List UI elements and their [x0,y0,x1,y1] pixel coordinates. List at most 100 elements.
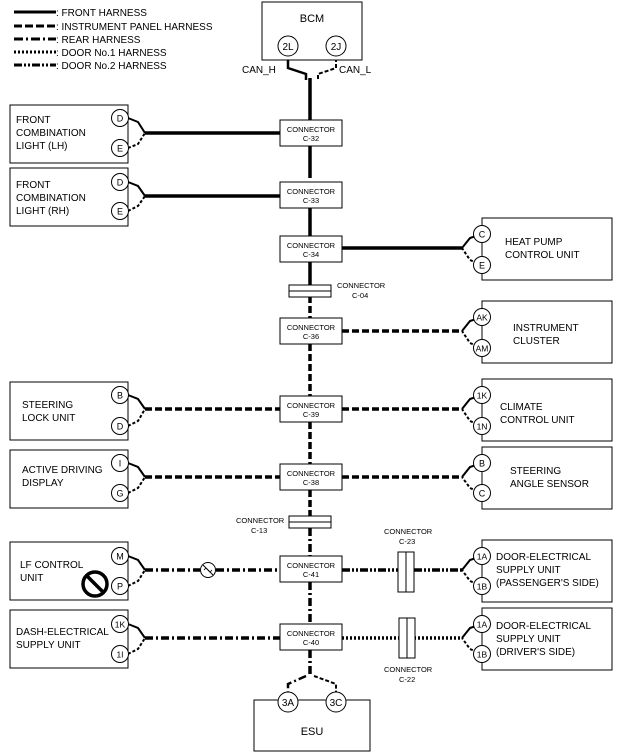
bcm-title: BCM [300,13,324,25]
front-comb-rh-pin-d [111,173,129,191]
dash-electrical-box [9,609,129,669]
esu-module: 3A 3C ESU [253,691,371,752]
connector-c38-box [279,463,343,491]
connector-c23-code: C-23 [399,537,415,546]
door-driver-line3: (DRIVER'S SIDE) [496,647,575,658]
legend-front-harness: : FRONT HARNESS [56,8,147,19]
stub-dp-1b [461,569,483,587]
stub-ad-g [127,476,146,494]
bcm-pin-2l [277,35,299,57]
connector-c36: CONNECTOR C-36 [279,317,343,345]
front-comb-rh-line2: COMBINATION [16,193,86,204]
steering-angle-pin-b-label: B [479,459,485,469]
steering-lock-line1: STEERING [22,400,73,411]
lf-control-pin-p-label: P [117,582,123,592]
steering-lock-box [9,381,129,441]
connector-c22: CONNECTOR C-22 [384,617,433,684]
esu-pin-3c [325,691,347,713]
bcm-pin-2j-label: 2J [331,42,342,53]
esu-wire-3c [313,675,337,692]
connector-c40-code: C-40 [303,638,319,647]
connector-c36-code: C-36 [303,332,319,341]
active-driving-pin-i [111,454,129,472]
connector-c41-code: C-41 [303,570,319,579]
esu-box [253,699,371,752]
connector-c22-right [406,617,416,659]
climate-control-pin-1n [473,417,491,435]
stub-ad-i [127,462,146,478]
connector-c41: CONNECTOR C-41 [279,555,343,583]
heat-pump-box [481,217,613,281]
connector-c39-box [279,395,343,423]
climate-control-pin-1k [473,386,491,404]
connector-c32-word: CONNECTOR [287,125,336,134]
connector-c04-bottom [288,290,332,298]
stub-rh-d [127,181,146,197]
module-lf-control: LF CONTROL UNIT M P [9,541,129,601]
esu-pin-3a [277,691,299,713]
connector-c36-word: CONNECTOR [287,323,336,332]
lf-control-line1: LF CONTROL [20,560,84,571]
connector-c39-word: CONNECTOR [287,401,336,410]
front-comb-lh-pin-e-label: E [117,144,123,154]
active-driving-line1: ACTIVE DRIVING [22,465,103,476]
climate-control-line1: CLIMATE [500,402,543,413]
connector-c34: CONNECTOR C-34 [279,235,343,263]
dash-electrical-pin-1k-label: 1K [115,620,126,630]
steering-angle-pin-c-label: C [479,489,486,499]
connector-c23-word: CONNECTOR [384,527,433,536]
legend: : FRONT HARNESS : INSTRUMENT PANEL HARNE… [14,8,213,72]
connector-c13-bottom [288,521,332,529]
dash-electrical-pin-1i [111,645,129,663]
connector-c39-code: C-39 [303,410,319,419]
module-door-passenger: DOOR-ELECTRICAL SUPPLY UNIT (PASSENGER'S… [473,539,613,603]
connector-c39: CONNECTOR C-39 [279,395,343,423]
connector-c32-box [279,119,343,147]
esu-wire-3a [286,674,307,692]
door-passenger-box [481,539,613,603]
dash-electrical-line2: SUPPLY UNIT [16,640,81,651]
can-h-label: CAN_H [242,65,276,76]
connector-c22-word: CONNECTOR [384,665,433,674]
steering-angle-line1: STEERING [510,466,561,477]
esu-pin-3a-label: 3A [282,698,295,709]
module-front-comb-rh: FRONT COMBINATION LIGHT (RH) D E [9,167,129,227]
module-front-comb-lh: FRONT COMBINATION LIGHT (LH) D E [9,104,129,164]
can-l-wire [317,58,337,80]
legend-door-no2-harness: : DOOR No.2 HARNESS [56,61,167,72]
instrument-cluster-line1: INSTRUMENT [513,323,579,334]
bcm-module: BCM 2L 2J CAN_H CAN_L [242,1,372,76]
heat-pump-pin-e-label: E [479,261,485,271]
active-driving-pin-i-label: I [119,459,122,469]
heat-pump-pin-e [473,256,491,274]
door-passenger-pin-1b-label: 1B [477,582,488,592]
stub-hp-e [461,247,483,266]
climate-control-pin-1k-label: 1K [477,391,488,401]
dash-electrical-line1: DASH-ELECTRICAL [16,627,109,638]
instrument-cluster-pin-am-label: AM [476,344,489,354]
connector-c32: CONNECTOR C-32 [279,119,343,147]
no-communication-icon [200,562,216,578]
lf-control-line2: UNIT [20,573,43,584]
door-passenger-line2: SUPPLY UNIT [496,565,561,576]
dash-electrical-pin-1k [111,615,129,633]
heat-pump-pin-c [473,225,491,243]
connector-c40: CONNECTOR C-40 [279,623,343,651]
module-climate-control: CLIMATE CONTROL UNIT 1K 1N [473,378,613,442]
connector-c33-box [279,181,343,209]
stub-sl-b [127,394,146,410]
door-passenger-line1: DOOR-ELECTRICAL [496,552,591,563]
can-l-label: CAN_L [339,65,372,76]
front-comb-lh-box [9,104,129,164]
connector-c41-box [279,555,343,583]
can-h-wire [286,58,308,80]
active-driving-pin-g [111,484,129,502]
instrument-cluster-box [481,300,613,364]
connector-c41-word: CONNECTOR [287,561,336,570]
connector-c04: CONNECTOR C-04 [288,281,386,300]
connector-c23-right [405,551,415,593]
stub-cc-1n [461,408,483,427]
connector-c23-left [397,551,407,593]
connector-c32-code: C-32 [303,134,319,143]
